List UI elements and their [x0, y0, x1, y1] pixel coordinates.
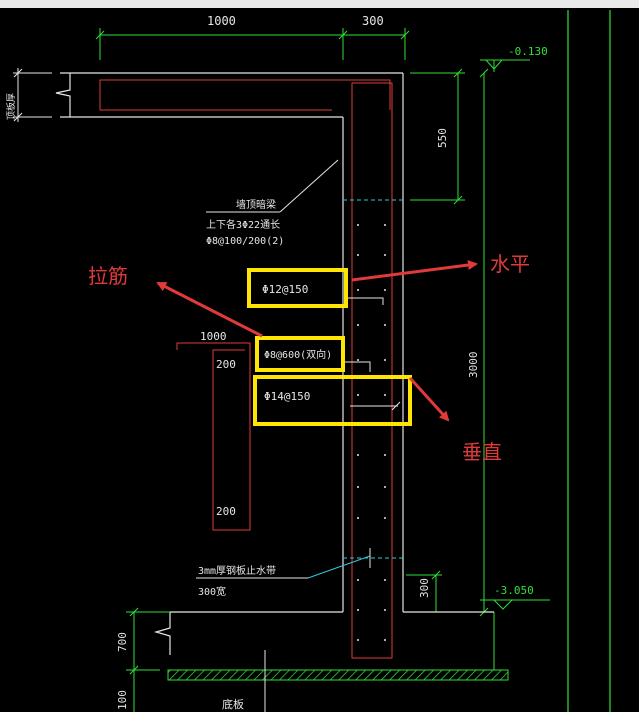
horizontal-bar-label: Φ12@150 [262, 283, 308, 296]
cyan-dashed-lines [343, 199, 403, 559]
slab-thickness-dim [13, 68, 52, 122]
beam-note-line2: 上下各3Φ22通长 [206, 218, 280, 231]
detail-dim-200-top: 200 [216, 358, 236, 371]
dim-text-700: 700 [116, 632, 129, 652]
arrow-tie [156, 281, 263, 338]
waterstop-note-line1: 3mm厚钢板止水带 [198, 564, 276, 577]
waterstop-leader [307, 555, 371, 579]
beam-note-title: 墙顶暗梁 [236, 198, 276, 211]
vertical-bar-label: Φ14@150 [264, 390, 310, 403]
right-dimensions [406, 68, 489, 617]
highlight-horizontal-bar [247, 268, 348, 308]
beam-note-line3: Φ8@100/200(2) [206, 236, 284, 247]
arrow-horizontal [351, 260, 478, 282]
waterstop-note-line2: 300宽 [198, 585, 226, 598]
highlight-tie-bar [255, 336, 345, 372]
elevation-bottom-text: -3.050 [494, 584, 534, 597]
elevation-top-text: -0.130 [508, 45, 548, 58]
dim-text-300-bottom: 300 [418, 578, 431, 598]
bottom-slab-label: 底板 [222, 697, 244, 711]
tie-bar-label: Φ8@600(双向) [264, 348, 332, 361]
elevation-top-marker [480, 59, 530, 72]
detail-dim-200-bottom: 200 [216, 505, 236, 518]
rebar-leaders [344, 297, 401, 411]
arrow-vertical [408, 376, 450, 422]
rebar-dots [357, 224, 386, 641]
bottom-left-dimension [126, 607, 170, 712]
slab-thickness-label: 顶板厚 [5, 93, 17, 120]
slab-rebar [99, 79, 391, 111]
beam-leader-line [279, 159, 339, 213]
dim-text-3000: 3000 [467, 352, 480, 379]
dim-text-100: 100 [116, 690, 129, 710]
window-top-bar [0, 0, 639, 8]
annotation-horizontal: 水平 [490, 252, 530, 276]
highlight-vertical-bar [253, 375, 412, 426]
dim-text-550: 550 [436, 128, 449, 148]
wall-rebar [351, 82, 393, 659]
dim-text-300: 300 [362, 14, 384, 28]
detail-dim-1000: 1000 [200, 330, 227, 343]
detail-rebar-shape [176, 342, 251, 531]
elevation-bottom-marker [480, 599, 550, 670]
bottom-slab [153, 611, 494, 655]
ground-hatch-strip [167, 669, 509, 681]
top-slab [55, 72, 403, 118]
dim-text-1000: 1000 [207, 14, 236, 28]
top-dimension [95, 28, 410, 60]
annotation-vertical: 垂直 [462, 440, 502, 464]
annotation-tie: 拉筋 [88, 264, 128, 288]
